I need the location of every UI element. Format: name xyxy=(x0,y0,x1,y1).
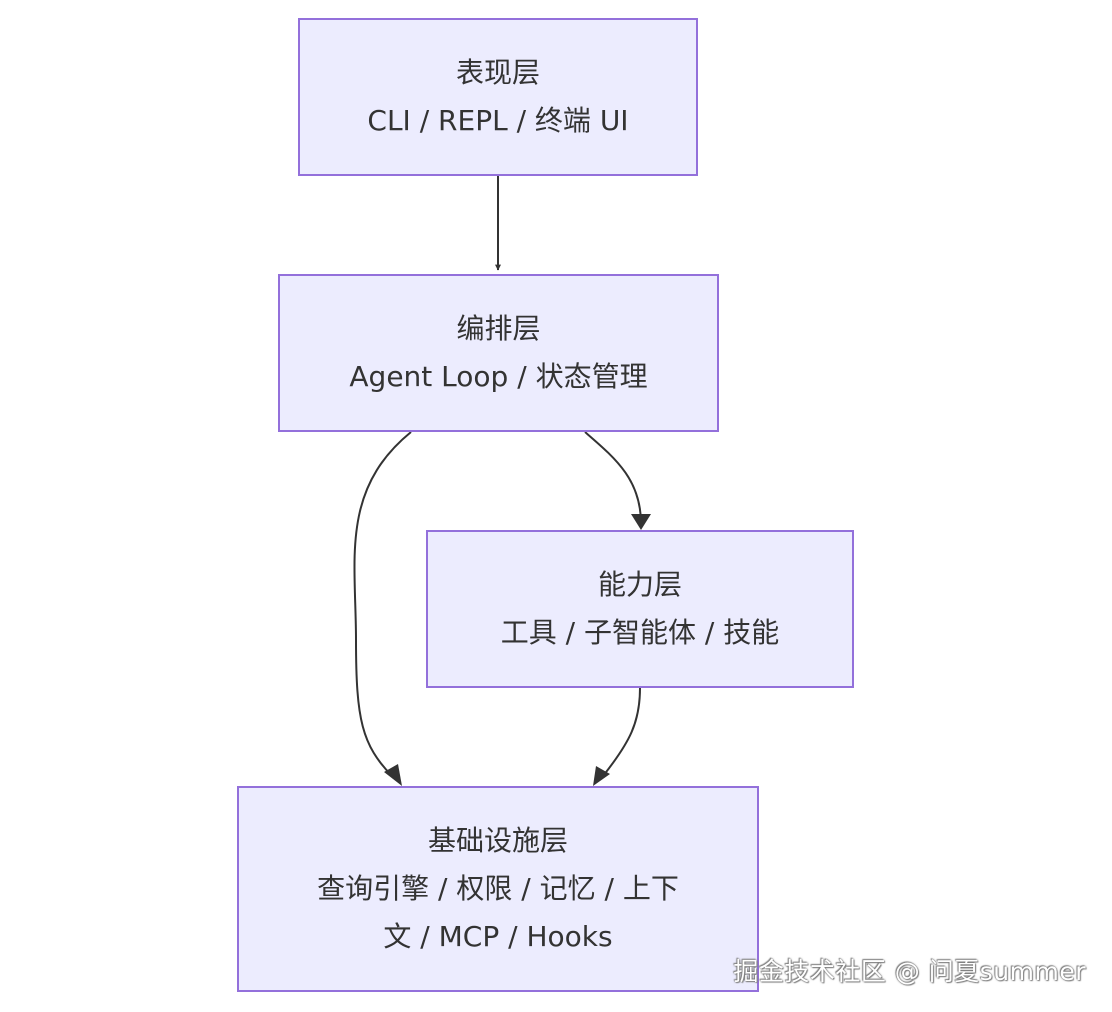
watermark: 掘金技术社区 @ 问夏summer xyxy=(733,957,1086,986)
node-subtitle: Agent Loop / 状态管理 xyxy=(349,360,648,393)
node-title: 表现层 xyxy=(455,56,540,89)
node-title: 基础设施层 xyxy=(427,824,568,857)
arrowhead-infrastructure-right xyxy=(593,766,610,786)
edge-orchestration-to-infrastructure xyxy=(353,431,412,777)
node-orchestration-layer: 编排层 Agent Loop / 状态管理 xyxy=(278,274,719,432)
edge-orchestration-to-capability xyxy=(584,431,643,527)
node-subtitle-line-2: 文 / MCP / Hooks xyxy=(383,920,613,953)
arrowhead-infrastructure-left xyxy=(384,764,402,786)
arrowhead-capability xyxy=(631,514,651,530)
node-title: 编排层 xyxy=(456,312,541,345)
node-title: 能力层 xyxy=(597,568,682,601)
node-subtitle-line-1: 查询引擎 / 权限 / 记忆 / 上下 xyxy=(317,872,679,905)
node-capability-layer: 能力层 工具 / 子智能体 / 技能 xyxy=(426,530,854,688)
edge-capability-to-infrastructure xyxy=(602,687,641,777)
node-subtitle: CLI / REPL / 终端 UI xyxy=(367,104,629,137)
node-subtitle: 工具 / 子智能体 / 技能 xyxy=(500,616,780,649)
node-infrastructure-layer: 基础设施层 查询引擎 / 权限 / 记忆 / 上下 文 / MCP / Hook… xyxy=(237,786,759,992)
node-presentation-layer: 表现层 CLI / REPL / 终端 UI xyxy=(298,18,698,176)
